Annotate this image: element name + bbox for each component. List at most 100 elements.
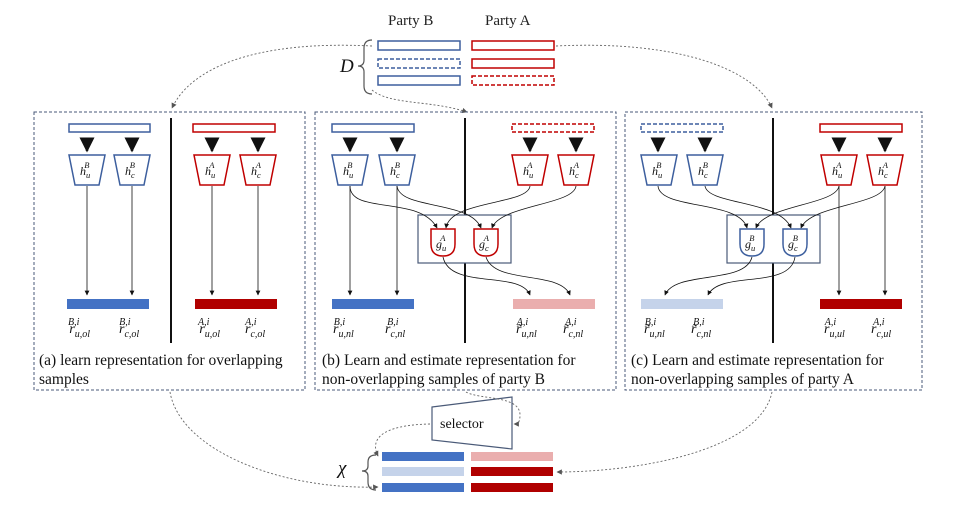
panel-a-input-a [192, 123, 276, 133]
panel-a-out-4-label: rc,olA,i [244, 317, 265, 340]
flow-to-panel-b [371, 89, 468, 114]
panel-b-links [347, 185, 577, 296]
dataset-group: Party B Party A D [339, 13, 555, 95]
panel-a-caption-line1: (a) learn representation for overlapping [39, 352, 283, 369]
panel-b-out-4-label: r̃c,nlA,i [563, 317, 583, 340]
output-symbol: χ [336, 458, 347, 479]
panel-c-out-3-label: ru,ulA,i [824, 317, 845, 340]
panel-c-caption-line1: (c) Learn and estimate representation fo… [631, 352, 884, 369]
encoder-hu-a-c-label: huA [832, 160, 842, 180]
output-group: χ [336, 452, 553, 492]
estimator-gu-a-b-label: guA [436, 233, 446, 253]
panel-b-frame [314, 111, 617, 391]
output-brace [361, 454, 377, 491]
panel-c-out-1-label: r̃u,nlB,i [644, 317, 665, 340]
flow-to-panel-a [171, 44, 373, 109]
estimator-gc-a-b [473, 228, 499, 257]
output-row3-b [382, 483, 464, 492]
dataset-a-row1 [471, 40, 555, 51]
encoder-hu-b-b-label: huB [343, 160, 353, 180]
encoder-hc-a-c [866, 154, 904, 186]
encoder-hc-a-a [239, 154, 277, 186]
panel-c-links [657, 185, 888, 296]
output-flow-arrows [169, 391, 773, 490]
output-row1-b [382, 452, 464, 461]
encoder-hc-a-a-label: hcA [251, 160, 262, 180]
panel-c-frame [624, 111, 923, 391]
party-a-title: Party A [485, 13, 531, 29]
panel-c-input-a [819, 123, 903, 133]
panel-a-frame [33, 111, 306, 391]
panel-c-caption-line2: non-overlapping samples of party A [631, 371, 855, 388]
flow-panel-a-to-output [169, 391, 379, 490]
output-row2-b [382, 467, 464, 476]
encoder-hu-b-a [68, 154, 106, 186]
encoder-hc-b-c-label: hcB [698, 160, 708, 180]
dataset-symbol: D [339, 56, 354, 77]
panel-c-input-b [640, 123, 724, 133]
panel-c-out-2-label: r̃c,nlB,i [691, 317, 711, 340]
dataset-a-row2 [471, 58, 555, 69]
encoder-hu-a-b [511, 154, 549, 186]
panel-c-output-b [641, 299, 723, 309]
panel-c: huB hcB huA hcA guB gcB r̃u,nlB,i r̃c,nl… [624, 111, 923, 391]
panel-a-out-2-label: rc,olB,i [119, 317, 139, 340]
panel-b-caption-line1: (b) Learn and estimate representation fo… [322, 352, 576, 369]
dataset-flow-arrows [171, 44, 773, 114]
estimator-gc-a-b-label: gcA [479, 233, 490, 253]
encoder-hu-a-b-label: huA [523, 160, 533, 180]
dataset-b-row3 [377, 75, 461, 86]
estimator-gu-a-b [430, 228, 456, 257]
encoder-hc-b-a [113, 154, 151, 186]
estimator-gu-b-c-label: guB [745, 233, 755, 253]
encoder-hu-b-a-label: huB [80, 160, 90, 180]
estimator-gu-b-c [739, 228, 765, 257]
panel-a: huB hcB huA hcA ru,olB,i rc,olB,i ru,olA… [33, 111, 306, 391]
encoder-hc-a-c-label: hcA [878, 160, 889, 180]
panel-b-out-3-label: r̃u,nlA,i [516, 317, 537, 340]
flow-panel-b-to-selector [465, 391, 521, 427]
panel-c-output-a [820, 299, 902, 309]
panel-a-caption-line2: samples [39, 371, 89, 388]
encoder-hu-a-a [193, 154, 231, 186]
flow-to-panel-c [555, 44, 773, 109]
encoder-hu-b-c-label: huB [652, 160, 662, 180]
output-row1-a [471, 452, 553, 461]
estimator-gc-b-c [782, 228, 808, 257]
encoder-hu-b-b [331, 154, 369, 186]
dataset-a-row3 [471, 75, 555, 86]
encoder-hc-b-b [378, 154, 416, 186]
panel-b-input-a [511, 123, 595, 133]
panel-a-output-b [67, 299, 149, 309]
flow-selector-to-output [373, 423, 431, 457]
estimator-gc-b-c-label: gcB [788, 233, 798, 253]
panel-a-input-b [68, 123, 151, 133]
flow-panel-c-to-output [556, 391, 773, 475]
selector-shape [431, 396, 513, 450]
output-row3-a [471, 483, 553, 492]
panel-a-out-3-label: ru,olA,i [197, 317, 220, 340]
panel-b-output-a [513, 299, 595, 309]
dataset-b-row1 [377, 40, 461, 51]
panel-a-output-a [195, 299, 277, 309]
encoder-hc-a-b-label: hcA [569, 160, 580, 180]
encoder-hc-a-b [557, 154, 595, 186]
encoder-hu-a-a-label: huA [205, 160, 215, 180]
panel-b-caption-line2: non-overlapping samples of party B [322, 371, 545, 388]
panel-b-output-b [332, 299, 414, 309]
panel-b: huB hcB huA hcA guA gcA ru,nlB,i rc,nlB,… [314, 111, 617, 391]
panel-b-input-b [331, 123, 415, 133]
encoder-hu-b-c [640, 154, 678, 186]
panel-c-out-4-label: rc,ulA,i [871, 317, 891, 340]
encoder-hu-a-c [820, 154, 858, 186]
output-row2-a [471, 467, 553, 476]
selector-label: selector [440, 417, 484, 432]
panel-b-out-2-label: rc,nlB,i [385, 317, 405, 340]
encoder-hc-b-b-label: hcB [390, 160, 400, 180]
panel-a-out-1-label: ru,olB,i [68, 317, 90, 340]
encoder-hc-b-a-label: hcB [125, 160, 135, 180]
panel-b-out-1-label: ru,nlB,i [333, 317, 354, 340]
encoder-hc-b-c [686, 154, 724, 186]
party-b-title: Party B [388, 13, 433, 29]
